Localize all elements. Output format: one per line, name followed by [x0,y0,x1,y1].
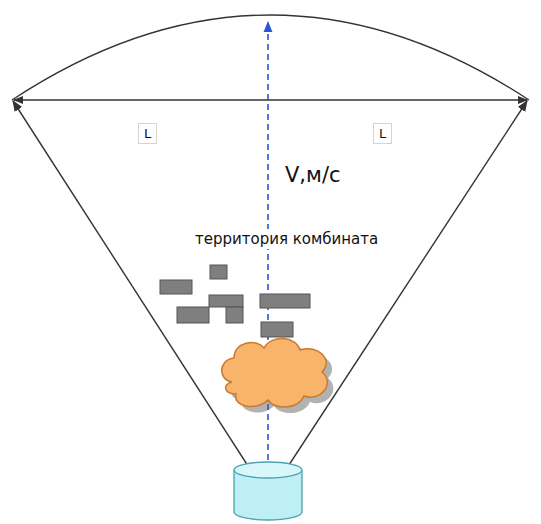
dimension-label: L [373,123,392,144]
sector-edge [13,101,268,497]
wind-arrow [267,22,269,490]
arc [12,15,529,100]
buildings [160,265,310,337]
dimension-label: L [138,123,157,144]
source-tank [234,462,302,520]
area-label: территория комбината [192,229,381,249]
width-dimension [14,99,527,100]
wind-speed-label: V,м/с [282,162,344,188]
pollution-cloud [222,338,334,413]
